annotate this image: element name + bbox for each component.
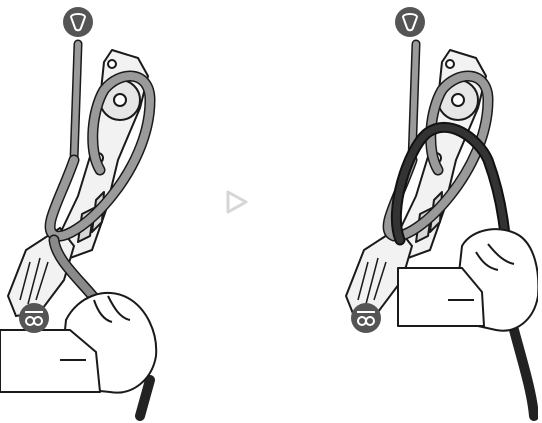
anchor-carabiner-icon — [394, 6, 426, 38]
belay-device-illustration — [338, 0, 538, 423]
belay-device-illustration — [0, 0, 200, 423]
harness-icon — [350, 302, 382, 334]
harness-icon — [18, 302, 50, 334]
next-arrow-icon — [222, 188, 250, 216]
anchor-carabiner-icon — [62, 6, 94, 38]
step-2-illustration — [338, 0, 538, 423]
step-1-illustration — [0, 0, 200, 423]
